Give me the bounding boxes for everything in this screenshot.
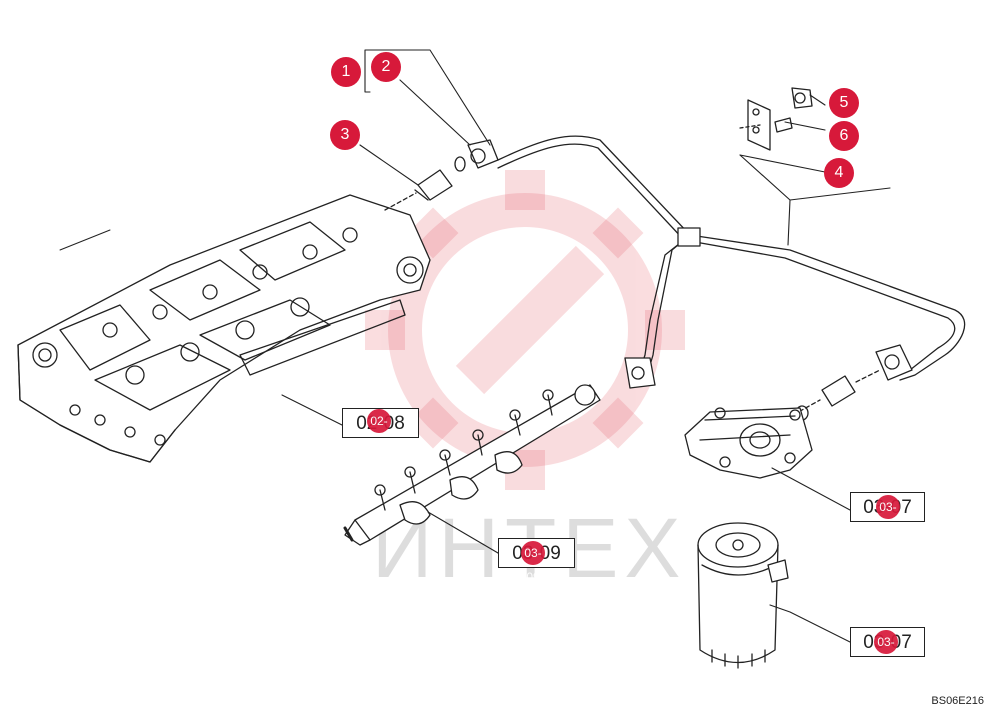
callout-6[interactable]: 6 xyxy=(829,121,859,151)
reference-dot-fuel-filter[interactable]: 03-07 xyxy=(874,630,898,673)
gear-ring-icon xyxy=(388,193,662,467)
fuel-pipe-drawing xyxy=(497,135,966,389)
callout-2[interactable]: 2 xyxy=(371,52,401,82)
drawing-code-label: BS06E216 xyxy=(931,695,984,707)
callout-1[interactable]: 1 xyxy=(331,57,361,87)
filter-head-drawing xyxy=(684,407,813,479)
cylinder-head-drawing xyxy=(17,194,431,463)
callout-3[interactable]: 3 xyxy=(330,120,360,150)
reference-dot-fuel-pump[interactable]: 03-07 xyxy=(876,495,900,538)
pump-fitting-drawing xyxy=(774,344,913,426)
wrench-icon xyxy=(455,245,605,395)
fuel-filter-drawing xyxy=(697,522,789,669)
leader-lines xyxy=(281,49,891,643)
fuel-rail-drawing xyxy=(343,384,601,546)
bracket-drawing xyxy=(739,87,813,151)
reference-dot-fuel-rail[interactable]: 03-09 xyxy=(521,541,545,584)
callout-4[interactable]: 4 xyxy=(824,158,854,188)
callout-5[interactable]: 5 xyxy=(829,88,859,118)
banjo-fitting-drawing xyxy=(454,139,499,172)
reference-dot-cylinder-head[interactable]: 02-08 xyxy=(367,409,391,452)
sensor-drawing xyxy=(384,169,453,211)
